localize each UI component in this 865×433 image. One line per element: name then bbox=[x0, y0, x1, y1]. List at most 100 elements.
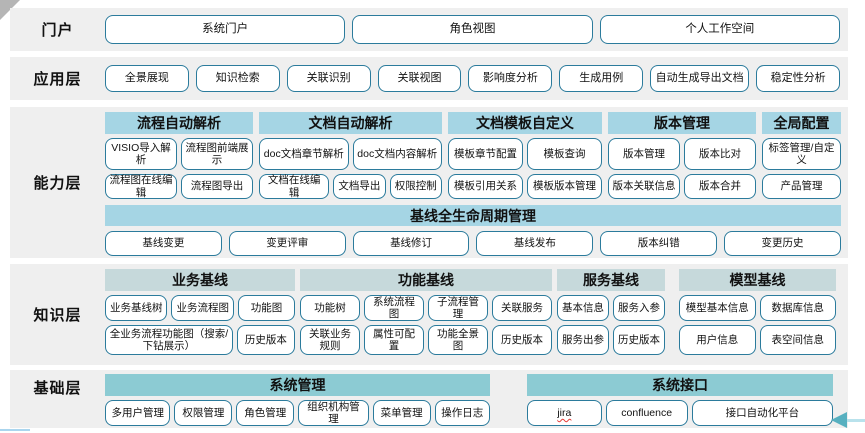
knowledge-button[interactable]: 业务流程图 bbox=[171, 295, 234, 321]
knowledge-button[interactable]: 功能树 bbox=[300, 295, 360, 321]
group-doc-auto-parse: 文档自动解析 doc文档章节解析 doc文档内容解析 文档在线编辑 文档导出 权… bbox=[259, 112, 442, 199]
knowledge-button[interactable]: 表空间信息 bbox=[759, 325, 836, 355]
cap-button[interactable]: VISIO导入解析 bbox=[105, 138, 177, 170]
layer-label-capability: 能力层 bbox=[33, 175, 82, 192]
knowledge-button[interactable]: 历史版本 bbox=[613, 325, 665, 355]
group-function-baseline: 功能基线 功能树 系统流程图 子流程管理 关联服务 关联业务规则 属性可配置 功… bbox=[300, 269, 552, 355]
cap-button[interactable]: 版本比对 bbox=[684, 138, 756, 170]
cap-button[interactable]: 文档在线编辑 bbox=[259, 174, 330, 199]
knowledge-button[interactable]: 全业务流程功能图（搜索/下钻展示） bbox=[105, 325, 233, 355]
knowledge-button[interactable]: 系统流程图 bbox=[364, 295, 424, 321]
knowledge-button[interactable]: 用户信息 bbox=[679, 325, 756, 355]
cap-button[interactable]: 流程图前端展示 bbox=[181, 138, 253, 170]
baseline-button[interactable]: 版本纠错 bbox=[600, 231, 718, 256]
foundation-button[interactable]: 权限管理 bbox=[174, 400, 233, 426]
cap-button[interactable]: 模板版本管理 bbox=[527, 174, 602, 199]
cap-button[interactable]: doc文档章节解析 bbox=[259, 138, 349, 170]
app-button[interactable]: 生成用例 bbox=[559, 65, 644, 92]
cap-button[interactable]: 产品管理 bbox=[762, 174, 841, 199]
button-row: 基本信息 服务入参 bbox=[557, 295, 665, 321]
foundation-button[interactable]: 组织机构管理 bbox=[298, 400, 369, 426]
button-row: 业务基线树 业务流程图 功能图 bbox=[105, 295, 295, 321]
app-button[interactable]: 影响度分析 bbox=[468, 65, 553, 92]
baseline-button[interactable]: 基线发布 bbox=[476, 231, 594, 256]
portal-layer-band: 门户 系统门户 角色视图 个人工作空间 bbox=[10, 8, 848, 51]
group-header: 文档模板自定义 bbox=[448, 112, 602, 134]
group-doc-template-custom: 文档模板自定义 模板章节配置 模板查询 模板引用关系 模板版本管理 bbox=[448, 112, 602, 199]
knowledge-button[interactable]: 功能全景图 bbox=[428, 325, 488, 355]
knowledge-button[interactable]: 关联业务规则 bbox=[300, 325, 360, 355]
app-button[interactable]: 知识检索 bbox=[195, 65, 280, 92]
cap-button[interactable]: 模板引用关系 bbox=[448, 174, 523, 199]
cap-button[interactable]: 模板章节配置 bbox=[448, 138, 523, 170]
foundation-button[interactable]: 角色管理 bbox=[236, 400, 295, 426]
cap-button[interactable]: 标签管理/自定义 bbox=[762, 138, 841, 170]
arrow-left-icon bbox=[831, 412, 847, 428]
bottom-edge-line bbox=[0, 429, 30, 431]
baseline-button[interactable]: 变更评审 bbox=[228, 231, 346, 256]
knowledge-button[interactable]: 数据库信息 bbox=[759, 295, 836, 321]
knowledge-button[interactable]: 模型基本信息 bbox=[679, 295, 756, 321]
confluence-button[interactable]: confluence bbox=[605, 400, 688, 426]
knowledge-button[interactable]: 基本信息 bbox=[557, 295, 609, 321]
knowledge-button[interactable]: 属性可配置 bbox=[364, 325, 424, 355]
portal-button[interactable]: 系统门户 bbox=[105, 15, 346, 44]
button-row: 版本管理 版本比对 bbox=[608, 138, 756, 170]
baseline-button[interactable]: 基线修订 bbox=[352, 231, 470, 256]
knowledge-button[interactable]: 服务出参 bbox=[557, 325, 609, 355]
button-row: 全业务流程功能图（搜索/下钻展示） 历史版本 bbox=[105, 325, 295, 355]
baseline-buttons-row: 基线变更 变更评审 基线修订 基线发布 版本纠错 变更历史 bbox=[105, 231, 841, 256]
knowledge-button[interactable]: 历史版本 bbox=[236, 325, 295, 355]
cap-button[interactable]: 版本管理 bbox=[608, 138, 680, 170]
knowledge-button[interactable]: 关联服务 bbox=[492, 295, 552, 321]
portal-button[interactable]: 角色视图 bbox=[352, 15, 593, 44]
button-row: 模板章节配置 模板查询 bbox=[448, 138, 602, 170]
cap-button[interactable]: 版本合并 bbox=[684, 174, 756, 199]
cap-button[interactable]: 文档导出 bbox=[333, 174, 386, 199]
arrow-line-decoration bbox=[846, 419, 865, 422]
group-service-baseline: 服务基线 基本信息 服务入参 服务出参 历史版本 bbox=[557, 269, 665, 355]
app-button[interactable]: 关联识别 bbox=[286, 65, 371, 92]
button-row: 功能树 系统流程图 子流程管理 关联服务 bbox=[300, 295, 552, 321]
application-buttons-row: 全景展现 知识检索 关联识别 关联视图 影响度分析 生成用例 自动生成导出文档 … bbox=[105, 57, 848, 100]
knowledge-content: 业务基线 业务基线树 业务流程图 功能图 全业务流程功能图（搜索/下钻展示） 历… bbox=[105, 264, 848, 365]
button-row: 模板引用关系 模板版本管理 bbox=[448, 174, 602, 199]
jira-button[interactable]: jira bbox=[527, 400, 602, 426]
foundation-button[interactable]: 菜单管理 bbox=[372, 400, 431, 426]
knowledge-button[interactable]: 历史版本 bbox=[492, 325, 552, 355]
button-row: jira confluence 接口自动化平台 bbox=[527, 400, 833, 426]
cap-button[interactable]: 模板查询 bbox=[527, 138, 602, 170]
app-button[interactable]: 稳定性分析 bbox=[756, 65, 841, 92]
knowledge-button[interactable]: 子流程管理 bbox=[428, 295, 488, 321]
app-button[interactable]: 关联视图 bbox=[377, 65, 462, 92]
cap-button[interactable]: 版本关联信息 bbox=[608, 174, 680, 199]
app-button[interactable]: 自动生成导出文档 bbox=[650, 65, 750, 92]
foundation-button[interactable]: 接口自动化平台 bbox=[691, 400, 833, 426]
layer-label-knowledge: 知识层 bbox=[33, 307, 82, 324]
cap-button[interactable]: 流程图导出 bbox=[181, 174, 253, 199]
capability-groups-row: 流程自动解析 VISIO导入解析 流程图前端展示 流程图在线编辑 流程图导出 文… bbox=[105, 112, 841, 199]
foundation-content: 系统管理 多用户管理 权限管理 角色管理 组织机构管理 菜单管理 操作日志 系统… bbox=[105, 370, 848, 428]
layer-label-application: 应用层 bbox=[33, 71, 82, 88]
knowledge-button[interactable]: 功能图 bbox=[237, 295, 295, 321]
baseline-lifecycle-header: 基线全生命周期管理 bbox=[105, 205, 841, 226]
button-row: 产品管理 bbox=[762, 174, 841, 199]
cap-button[interactable]: doc文档内容解析 bbox=[352, 138, 442, 170]
baseline-button[interactable]: 变更历史 bbox=[724, 231, 841, 256]
foundation-button[interactable]: 操作日志 bbox=[434, 400, 490, 426]
knowledge-button[interactable]: 服务入参 bbox=[613, 295, 665, 321]
portal-button[interactable]: 个人工作空间 bbox=[599, 15, 840, 44]
button-row: 流程图在线编辑 流程图导出 bbox=[105, 174, 253, 199]
knowledge-button[interactable]: 业务基线树 bbox=[105, 295, 168, 321]
group-version-management: 版本管理 版本管理 版本比对 版本关联信息 版本合并 bbox=[608, 112, 756, 199]
cap-button[interactable]: 流程图在线编辑 bbox=[105, 174, 177, 199]
jira-label: jira bbox=[557, 406, 572, 419]
button-row: 模型基本信息 数据库信息 bbox=[679, 295, 836, 321]
baseline-button[interactable]: 基线变更 bbox=[105, 231, 222, 256]
foundation-button[interactable]: 多用户管理 bbox=[105, 400, 171, 426]
cap-button[interactable]: 权限控制 bbox=[389, 174, 442, 199]
group-business-baseline: 业务基线 业务基线树 业务流程图 功能图 全业务流程功能图（搜索/下钻展示） 历… bbox=[105, 269, 295, 355]
group-header: 全局配置 bbox=[762, 112, 841, 134]
app-button[interactable]: 全景展现 bbox=[105, 65, 189, 92]
